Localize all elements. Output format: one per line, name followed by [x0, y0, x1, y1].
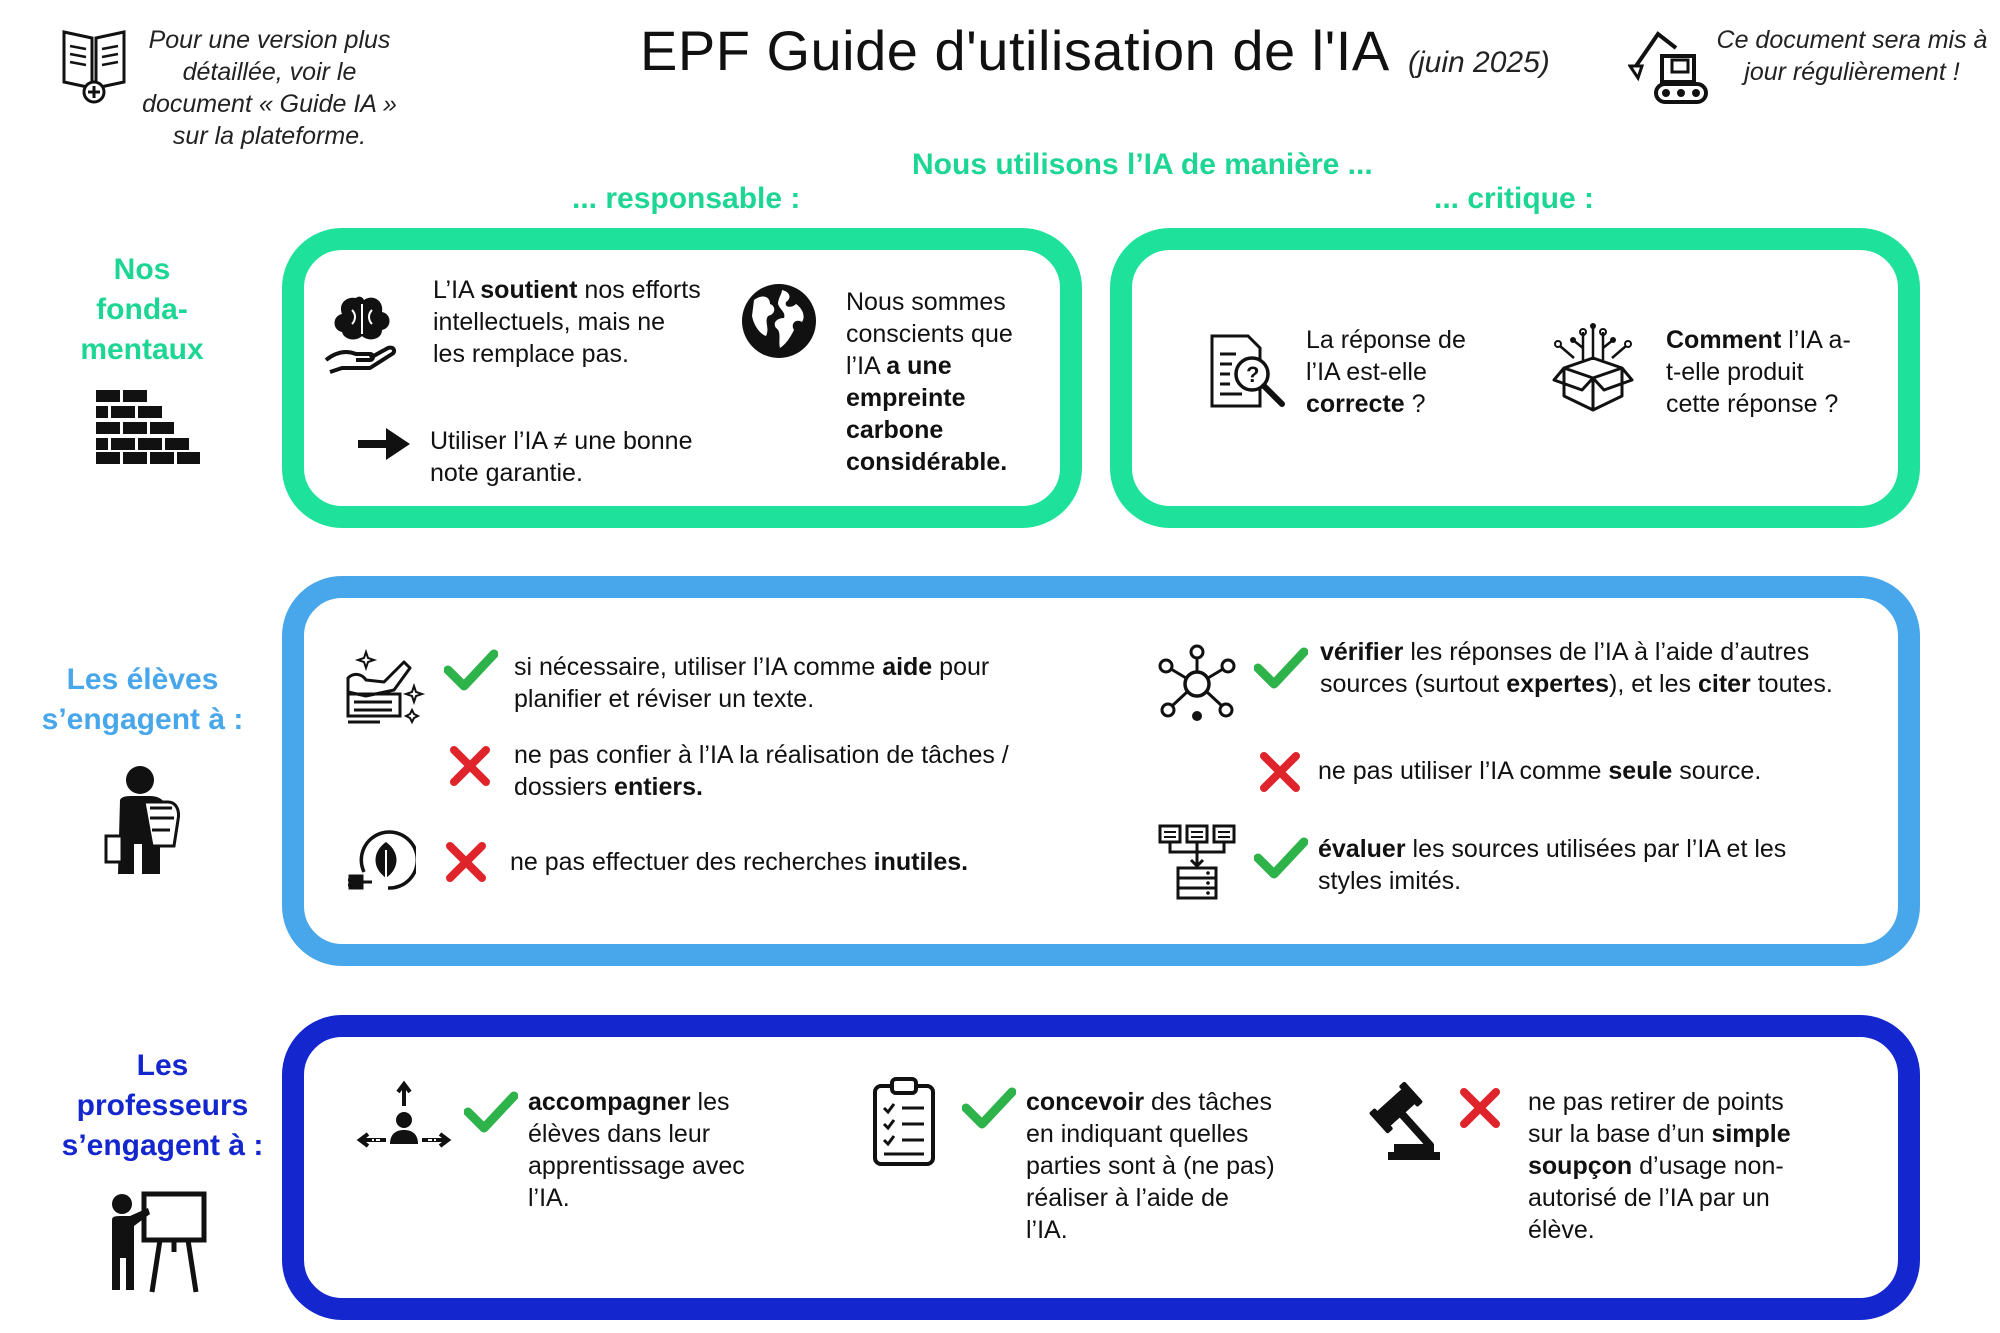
column-heading-responsable: ... responsable : — [572, 182, 801, 215]
critique-box — [1110, 228, 1920, 528]
retirer-points-text: ne pas retirer de points sur la base d’u… — [1528, 1088, 1791, 1244]
reponse-correcte-text: La réponse de l’IA est-elle correcte ? — [1306, 326, 1466, 418]
recherches-inutiles-text: ne pas effectuer des recherches inutiles… — [510, 848, 969, 876]
professeurs-box — [282, 1015, 1920, 1320]
cross-icon — [444, 840, 488, 884]
check-icon — [464, 1090, 518, 1134]
leaf-plug-icon — [348, 828, 420, 897]
accompagner-eleves-text: accompagner les élèves dans leur apprent… — [528, 1088, 745, 1212]
column-heading-critique: ... critique : — [1434, 182, 1595, 215]
publication-date: (juin 2025) — [1408, 46, 1550, 79]
svg-text:?: ? — [1246, 362, 1259, 387]
network-icon — [1158, 644, 1236, 727]
check-icon — [1254, 836, 1308, 880]
server-diagram-icon — [1158, 822, 1236, 907]
evaluer-sources-text: évaluer les sources utilisées par l’IA e… — [1318, 835, 1787, 895]
intro-heading: Nous utilisons l’IA de manière ... — [912, 148, 1373, 181]
student-icon — [104, 766, 182, 881]
concevoir-taches-text: concevoir des tâches en indiquant quelle… — [1026, 1088, 1275, 1244]
verifier-sources-text: vérifier les réponses de l’IA à l’aide d… — [1320, 638, 1833, 698]
responsable-box — [282, 228, 1082, 528]
box-circuit-icon — [1550, 322, 1636, 419]
cross-icon — [1458, 1086, 1502, 1130]
cross-icon — [1258, 750, 1302, 794]
seule-source-text: ne pas utiliser l’IA comme seule source. — [1318, 757, 1762, 785]
detailed-version-note: Pour une version plus détaillée, voir le… — [142, 26, 397, 150]
clipboard-checklist-icon — [872, 1076, 936, 1173]
check-icon — [444, 648, 498, 692]
brick-wall-icon — [96, 390, 200, 469]
arrow-right-icon — [356, 426, 412, 467]
gavel-icon — [1354, 1081, 1440, 1167]
directions-person-icon — [352, 1080, 456, 1163]
comment-produite-text: Comment l’IA a-t-elle produit cette répo… — [1666, 326, 1851, 418]
document-search-icon: ? — [1206, 332, 1288, 417]
check-icon — [1254, 646, 1308, 690]
empreinte-carbone-text: Nous sommes conscients que l’IA a une em… — [846, 288, 1013, 476]
book-plus-icon — [60, 26, 128, 109]
note-garantie-text: Utiliser l’IA ≠ une bonne note garantie. — [430, 427, 693, 487]
row-label-professeurs: Les professeurs s’engagent à : — [61, 1049, 264, 1162]
aide-planifier-text: si nécessaire, utiliser l’IA comme aide … — [514, 653, 990, 713]
row-label-eleves: Les élèves s’engagent à : — [41, 663, 244, 736]
brain-hand-icon — [322, 288, 406, 379]
ia-soutient-text: L’IA soutient nos efforts intellectuels,… — [433, 276, 701, 368]
excavator-icon — [1627, 26, 1710, 111]
globe-icon — [740, 282, 818, 365]
teacher-board-icon — [104, 1190, 208, 1299]
cross-icon — [448, 744, 492, 788]
update-note: Ce document sera mis à jour régulièremen… — [1716, 26, 1988, 86]
eleves-box — [282, 576, 1920, 966]
row-label-fondamentaux: Nos fonda- mentaux — [80, 253, 204, 366]
page-title: EPF Guide d'utilisation de l'IA — [640, 19, 1390, 82]
check-icon — [962, 1086, 1016, 1130]
taches-entieres-text: ne pas confier à l’IA la réalisation de … — [514, 741, 1009, 801]
writing-sparkle-icon — [344, 648, 426, 733]
